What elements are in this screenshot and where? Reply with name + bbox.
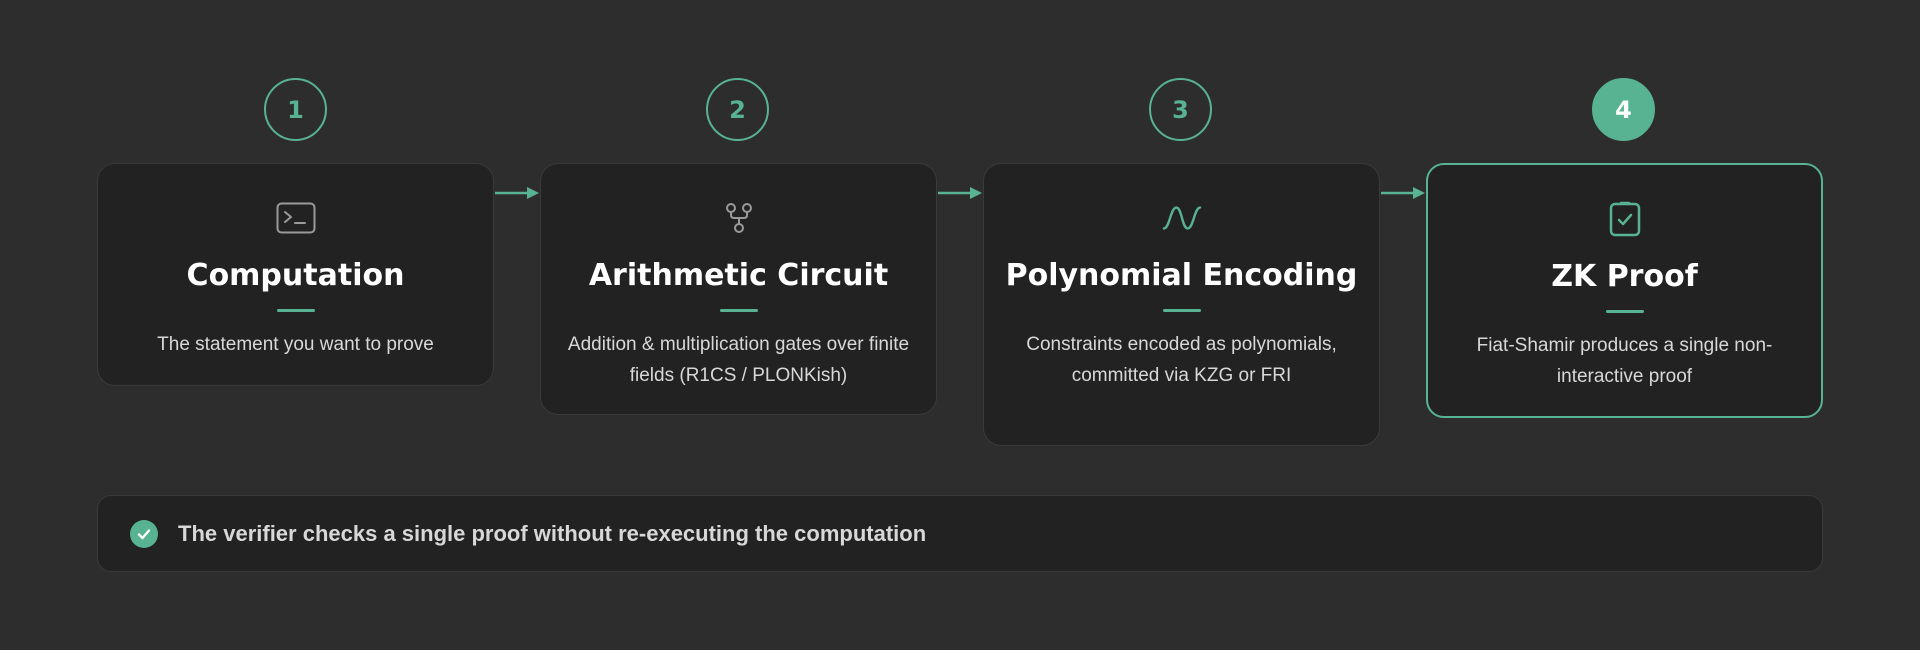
clipboard-check-icon — [1605, 201, 1645, 237]
step-card-zk-proof: ZK Proof Fiat-Shamir produces a single n… — [1426, 163, 1823, 418]
wave-icon — [1162, 200, 1202, 236]
title-underline — [276, 309, 315, 312]
step-title: Arithmetic Circuit — [588, 258, 889, 293]
branch-icon — [719, 200, 759, 236]
step-title: Computation — [186, 258, 405, 293]
step-card-polynomial-encoding: Polynomial Encoding Constraints encoded … — [983, 163, 1380, 446]
step-description: Fiat-Shamir produces a single non-intera… — [1476, 335, 1773, 387]
step-description: Addition & multiplication gates over fin… — [567, 334, 910, 386]
step-card-computation: Computation The statement you want to pr… — [97, 163, 494, 386]
title-underline — [1162, 309, 1201, 312]
title-underline — [1605, 310, 1644, 313]
step-title: Polynomial Encoding — [1005, 258, 1358, 293]
flow-arrow-2 — [938, 187, 982, 199]
check-circle-icon — [130, 519, 158, 548]
title-underline — [719, 309, 758, 312]
step-description: Constraints encoded as polynomials, comm… — [1026, 334, 1337, 386]
summary-banner: The verifier checks a single proof witho… — [97, 495, 1823, 572]
step-3-badge: 3 — [1149, 78, 1212, 141]
step-1-badge: 1 — [264, 78, 327, 141]
flow-arrow-1 — [495, 187, 539, 199]
step-title: ZK Proof — [1551, 259, 1698, 294]
flow-arrow-3 — [1381, 187, 1425, 199]
summary-text: The verifier checks a single proof witho… — [178, 520, 927, 546]
step-4-badge: 4 — [1592, 78, 1655, 141]
terminal-icon — [276, 200, 316, 236]
step-2-badge: 2 — [706, 78, 769, 141]
step-card-arithmetic-circuit: Arithmetic Circuit Addition & multiplica… — [540, 163, 937, 415]
step-description: The statement you want to prove — [157, 334, 434, 355]
